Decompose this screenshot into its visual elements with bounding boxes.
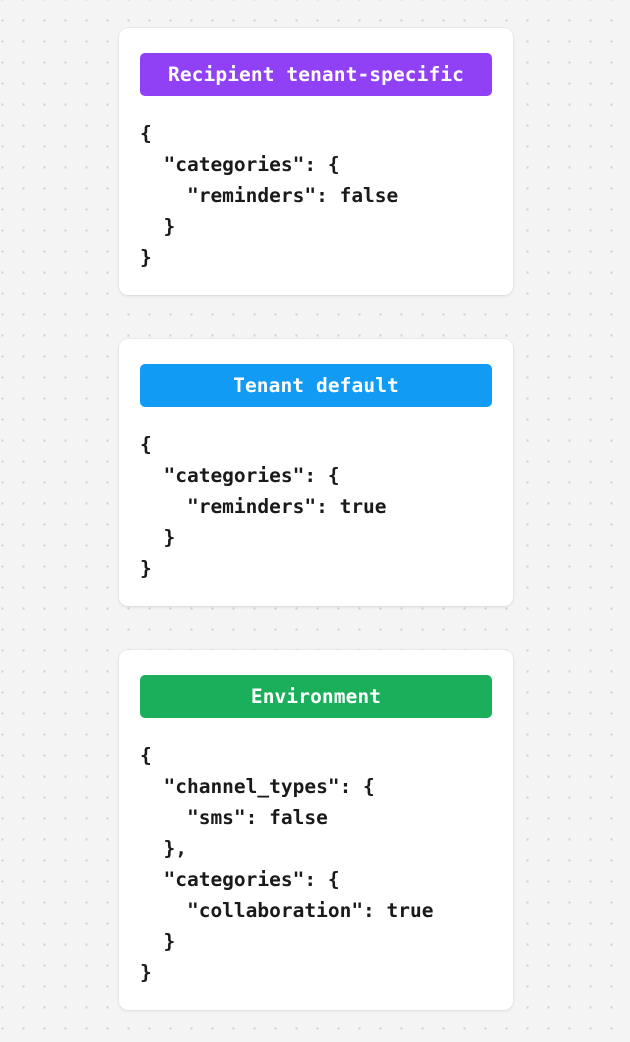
badge-recipient-tenant-specific: Recipient tenant-specific (140, 53, 492, 96)
code-block-tenant-default: { "categories": { "reminders": true } } (140, 433, 387, 580)
code-block-environment: { "channel_types": { "sms": false }, "ca… (140, 744, 434, 984)
badge-environment: Environment (140, 675, 492, 718)
preference-override-card-stack: Recipient tenant-specific { "categories"… (119, 28, 513, 1010)
card-recipient-tenant-specific: Recipient tenant-specific { "categories"… (119, 28, 513, 295)
card-environment: Environment { "channel_types": { "sms": … (119, 650, 513, 1010)
code-block-recipient-tenant-specific: { "categories": { "reminders": false } } (140, 122, 399, 269)
card-tenant-default: Tenant default { "categories": { "remind… (119, 339, 513, 606)
badge-tenant-default: Tenant default (140, 364, 492, 407)
